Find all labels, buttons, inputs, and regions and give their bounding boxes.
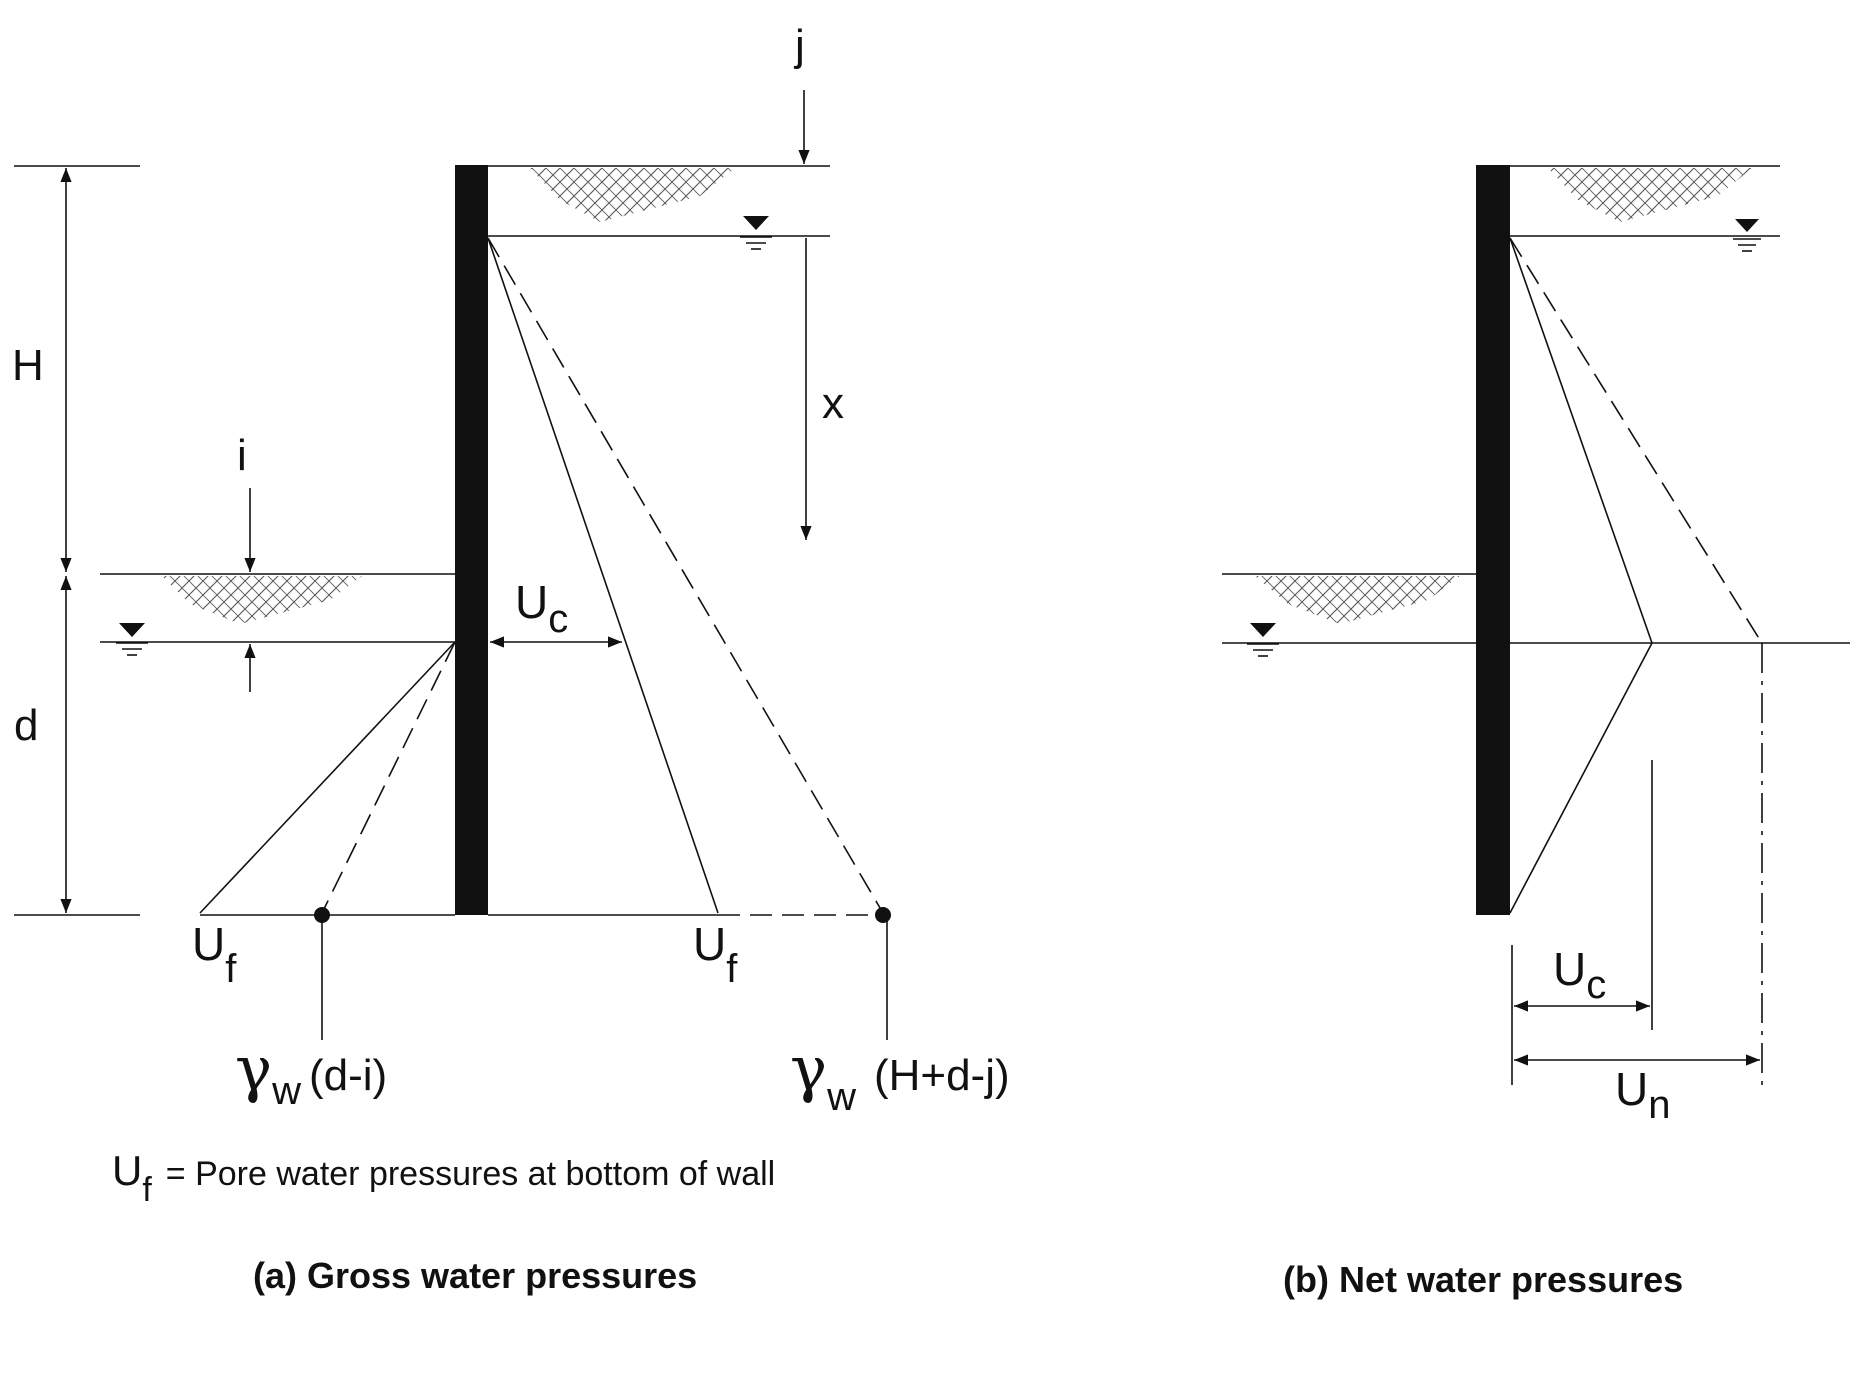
gamma-w-H-d-j-label: γw(H+d-j)	[790, 1032, 1010, 1119]
Uf-label-right: Uf	[693, 918, 738, 991]
sheet-pile-wall-b	[1476, 165, 1510, 915]
net-excavation-pressure-line-a	[199, 641, 456, 914]
net-retained-pressure-line-a	[487, 237, 719, 914]
hydrostatic-net-pressure-line-b	[1509, 237, 1761, 641]
water-table-symbol-retained-b	[1733, 219, 1761, 252]
gamma-w-d-i-label: γw(d-i)	[235, 1032, 387, 1113]
i-label: i	[237, 431, 247, 480]
hydrostatic-excavation-pressure-line-a	[321, 641, 456, 914]
water-table-symbol-retained-a	[740, 216, 772, 250]
H-label: H	[12, 341, 44, 390]
water-table-symbol-excavation-a	[116, 623, 148, 656]
Uc-label-a: Uc	[515, 576, 568, 641]
panel-a-gross-water-pressures: H d j x i Uc Uf	[12, 21, 1010, 1296]
excavation-soil-hatch-b	[1255, 576, 1460, 624]
gamma-right-point	[875, 907, 891, 923]
net-pressure-outline-b	[1509, 237, 1653, 914]
hydrostatic-retained-pressure-line-a	[487, 237, 884, 914]
Un-label-b: Un	[1615, 1063, 1670, 1127]
x-label: x	[822, 379, 844, 428]
Uc-label-b: Uc	[1553, 943, 1606, 1007]
retained-soil-hatch-b	[1548, 168, 1752, 222]
panel-b-net-water-pressures: Uc Un (b) Net water pressures	[1222, 165, 1850, 1300]
Uf-label-left: Uf	[192, 918, 237, 991]
caption-a: (a) Gross water pressures	[253, 1255, 697, 1296]
uf-definition-note: Uf= Pore water pressures at bottom of wa…	[112, 1147, 775, 1209]
water-table-symbol-excavation-b	[1247, 623, 1279, 657]
sheet-pile-wall-a	[455, 165, 488, 915]
j-label: j	[793, 21, 805, 70]
excavation-soil-hatch-a	[162, 576, 362, 624]
caption-b: (b) Net water pressures	[1283, 1259, 1683, 1300]
d-label: d	[14, 701, 38, 750]
retained-soil-hatch-a	[530, 168, 735, 222]
